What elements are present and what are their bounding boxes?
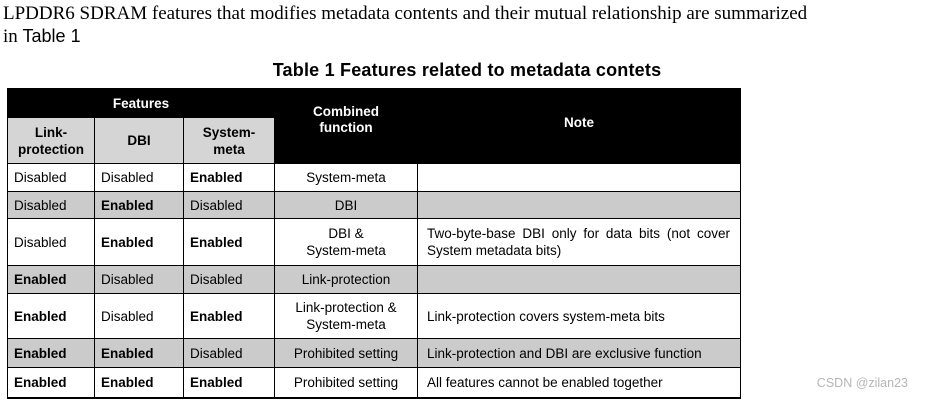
cell-system-meta: Enabled [183,367,275,398]
csdn-watermark: CSDN @zilan23 [816,376,908,390]
header-features-group: Features [7,88,275,118]
cell-system-meta: Enabled [183,218,275,266]
cell-system-meta: Disabled [183,191,275,219]
table-row: Disabled Enabled Disabled DBI [7,191,741,219]
table-row: Enabled Disabled Disabled Link-protectio… [7,265,741,294]
intro-line-2: in Table 1 [3,25,934,48]
cell-combined-function: DBI [274,191,418,219]
cell-note [417,265,741,294]
header-row-group: Features Combined function Note [7,88,741,164]
cell-combined-function: Prohibited setting [274,338,418,368]
cell-link-protection: Enabled [7,265,95,294]
table-title: Table 1 Features related to metadata con… [272,60,662,80]
table-row: Enabled Enabled Disabled Prohibited sett… [7,338,741,368]
header-note: Note [417,88,741,164]
header-combined-function: Combined function [274,88,418,164]
header-system-meta: System- meta [183,117,275,164]
cell-dbi: Enabled [94,191,184,219]
cell-note [417,163,741,192]
cell-note: Two-byte-base DBI only for data bits (no… [417,218,741,266]
cell-system-meta: Disabled [183,265,275,294]
cell-combined-function: Link-protection [274,265,418,294]
header-row-features: Link- protection DBI System- meta [7,117,741,164]
cell-system-meta: Disabled [183,338,275,368]
cell-dbi: Enabled [94,367,184,398]
cell-link-protection: Disabled [7,218,95,266]
cell-link-protection: Enabled [7,338,95,368]
metadata-features-table: Features Combined function Note Link- pr… [7,88,741,399]
header-link-protection: Link- protection [7,117,95,164]
cell-combined-function: DBI & System-meta [274,218,418,266]
cell-link-protection: Enabled [7,293,95,339]
table-row: Disabled Enabled Enabled DBI & System-me… [7,218,741,266]
table-row: Enabled Disabled Enabled Link-protection… [7,293,741,339]
cell-dbi: Disabled [94,163,184,192]
cell-combined-function: Link-protection & System-meta [274,293,418,339]
cell-combined-function: System-meta [274,163,418,192]
cell-note: Link-protection covers system-meta bits [417,293,741,339]
header-dbi: DBI [94,117,184,164]
cell-dbi: Disabled [94,265,184,294]
table-reference: Table 1 [22,26,81,46]
cell-dbi: Enabled [94,338,184,368]
cell-dbi: Disabled [94,293,184,339]
intro-paragraph: LPDDR6 SDRAM features that modifies meta… [3,2,934,48]
cell-system-meta: Enabled [183,293,275,339]
cell-link-protection: Disabled [7,191,95,219]
cell-link-protection: Enabled [7,367,95,398]
cell-dbi: Enabled [94,218,184,266]
intro-line-1: LPDDR6 SDRAM features that modifies meta… [3,3,808,24]
cell-note: Link-protection and DBI are exclusive fu… [417,338,741,368]
table-row: Disabled Disabled Enabled System-meta [7,163,741,192]
table-row: Enabled Enabled Enabled Prohibited setti… [7,367,741,398]
intro-line-2-prefix: in [3,26,23,47]
cell-combined-function: Prohibited setting [274,367,418,398]
cell-note: All features cannot be enabled together [417,367,741,398]
cell-system-meta: Enabled [183,163,275,192]
cell-link-protection: Disabled [7,163,95,192]
cell-note [417,191,741,219]
